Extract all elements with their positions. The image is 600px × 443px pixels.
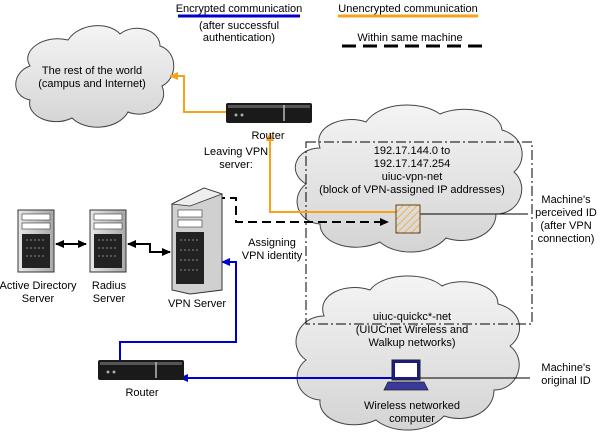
machine-boundary-box bbox=[305, 141, 533, 325]
quick-net-line2: (UIUCnet Wireless and bbox=[356, 324, 468, 336]
ad-server: Active Directory Server bbox=[0, 209, 77, 305]
original-label1: Machine's bbox=[541, 362, 591, 374]
legend-unencrypted-title: Unencrypted communication bbox=[338, 3, 477, 15]
bottom-router: Router bbox=[98, 360, 184, 399]
legend-encrypted-sub2: authentication) bbox=[203, 32, 275, 44]
vpn-server-label: VPN Server bbox=[168, 298, 226, 310]
radius-vpn-link bbox=[127, 240, 171, 256]
vpn-net-line3: uiuc-vpn-net bbox=[382, 171, 443, 183]
radius-server: Radius Server bbox=[89, 209, 127, 305]
quick-net-line1: uiuc-quickc*-net bbox=[373, 311, 451, 323]
vpn-server: VPN Server bbox=[168, 187, 226, 310]
legend: Encrypted communication (after successfu… bbox=[176, 3, 485, 48]
perceived-label2: perceived ID bbox=[535, 207, 597, 219]
bottom-router-label: Router bbox=[125, 387, 158, 399]
vpn-net-line1: 192.17.144.0 to bbox=[374, 145, 450, 157]
world-cloud-shape bbox=[15, 25, 175, 128]
vpn-address-block bbox=[395, 204, 421, 234]
router-to-vpn-arrow bbox=[119, 258, 237, 360]
world-cloud-line1: The rest of the world bbox=[42, 65, 142, 77]
vpn-to-router-arrow bbox=[266, 132, 396, 213]
leaving-label2: server: bbox=[219, 159, 253, 171]
radius-server-label2: Server bbox=[93, 293, 126, 305]
perceived-label1: Machine's bbox=[541, 194, 591, 206]
quick-net-cloud-shape bbox=[295, 275, 520, 431]
laptop-base bbox=[383, 381, 429, 391]
top-router: Router bbox=[226, 103, 312, 142]
ad-server-label2: Server bbox=[22, 293, 55, 305]
assigning-label1: Assigning bbox=[248, 237, 296, 249]
vpn-net-cloud: 192.17.144.0 to 192.17.147.254 uiuc-vpn-… bbox=[294, 104, 523, 253]
perceived-label4: connection) bbox=[538, 233, 595, 245]
original-label2: original ID bbox=[541, 375, 591, 387]
perceived-label3: (after VPN bbox=[540, 220, 591, 232]
legend-same-machine: Within same machine bbox=[357, 32, 462, 44]
radius-server-label1: Radius bbox=[92, 280, 127, 292]
vpn-net-line4: (block of VPN-assigned IP addresses) bbox=[319, 184, 505, 196]
quick-net-cloud: uiuc-quickc*-net (UIUCnet Wireless and W… bbox=[295, 275, 520, 431]
legend-encrypted-sub1: (after successful bbox=[199, 20, 279, 32]
wireless-computer: Wireless networked computer bbox=[364, 359, 460, 425]
legend-encrypted-title: Encrypted communication bbox=[176, 3, 303, 15]
vpn-net-line2: 192.17.147.254 bbox=[374, 158, 450, 170]
computer-label2: computer bbox=[389, 413, 435, 425]
world-cloud: The rest of the world (campus and Intern… bbox=[15, 25, 175, 128]
world-cloud-line2: (campus and Internet) bbox=[38, 78, 146, 90]
ad-server-label1: Active Directory bbox=[0, 280, 77, 292]
vpn-address-outline bbox=[395, 204, 421, 234]
quick-net-line3: Walkup networks) bbox=[368, 337, 455, 349]
router-to-world-arrow bbox=[169, 72, 226, 113]
computer-label1: Wireless networked bbox=[364, 400, 460, 412]
top-router-label: Router bbox=[251, 130, 284, 142]
assigning-label2: VPN identity bbox=[242, 250, 303, 262]
leaving-label1: Leaving VPN bbox=[204, 146, 268, 158]
